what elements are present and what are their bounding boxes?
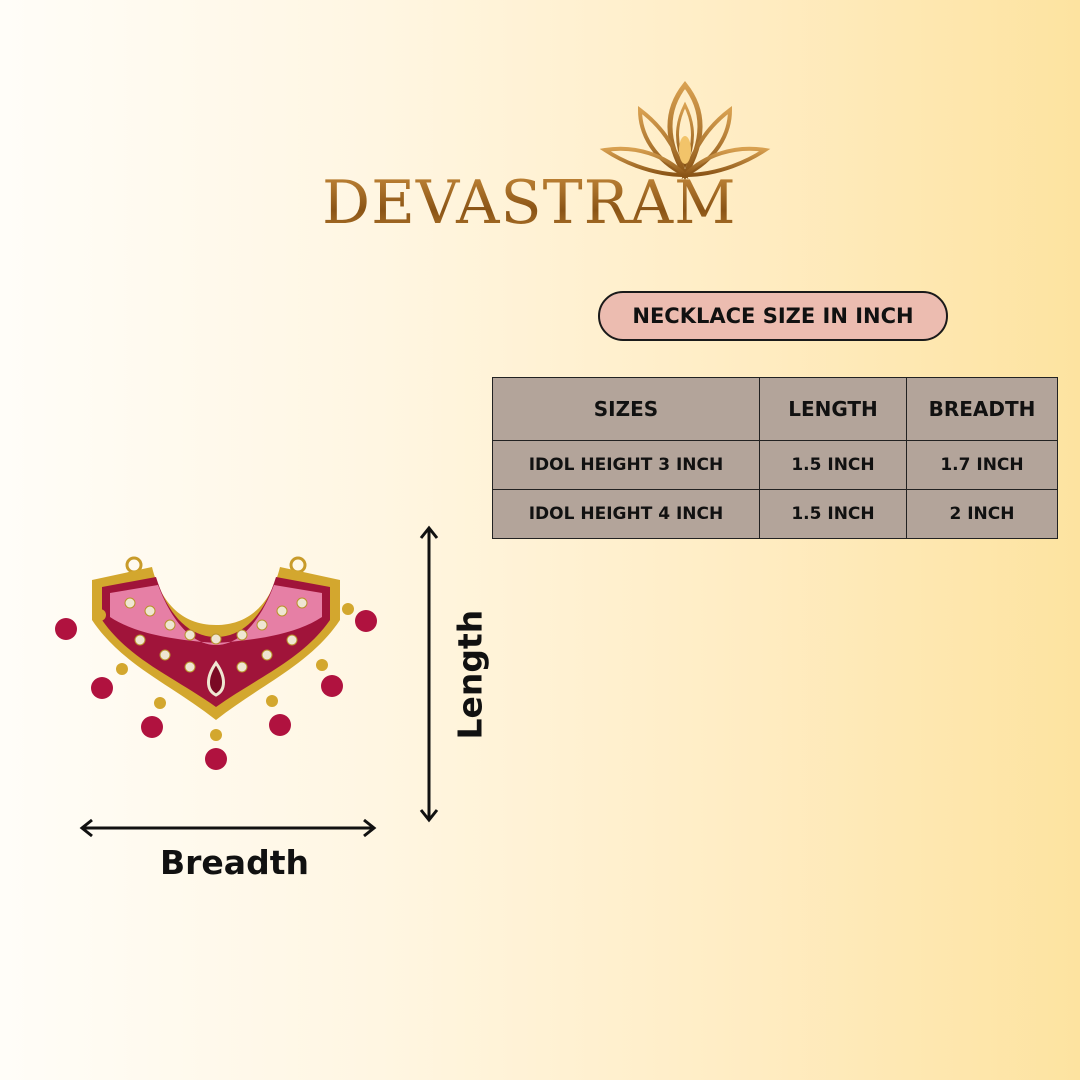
breadth-arrow: [79, 818, 377, 838]
cell-size: IDOL HEIGHT 4 INCH: [492, 489, 760, 539]
header-breadth: BREADTH: [906, 377, 1058, 441]
brand-logo: DEVASTRAM: [300, 80, 800, 250]
breadth-label: Breadth: [160, 843, 309, 882]
pendant-image: [55, 556, 377, 770]
table-row: IDOL HEIGHT 4 INCH 1.5 INCH 2 INCH: [492, 489, 1058, 539]
lotus-icon: [599, 80, 771, 180]
table-header-row: SIZES LENGTH BREADTH: [492, 377, 1058, 441]
cell-breadth: 1.7 INCH: [906, 440, 1058, 490]
size-pill: NECKLACE SIZE IN INCH: [598, 291, 948, 341]
cell-breadth: 2 INCH: [906, 489, 1058, 539]
cell-size: IDOL HEIGHT 3 INCH: [492, 440, 760, 490]
table-row: IDOL HEIGHT 3 INCH 1.5 INCH 1.7 INCH: [492, 440, 1058, 490]
length-arrow: [419, 525, 439, 823]
brand-name: DEVASTRAM: [322, 168, 737, 238]
size-table: SIZES LENGTH BREADTH IDOL HEIGHT 3 INCH …: [492, 377, 1058, 539]
length-label: Length: [450, 609, 490, 740]
header-sizes: SIZES: [492, 377, 760, 441]
cell-length: 1.5 INCH: [759, 489, 907, 539]
cell-length: 1.5 INCH: [759, 440, 907, 490]
header-length: LENGTH: [759, 377, 907, 441]
